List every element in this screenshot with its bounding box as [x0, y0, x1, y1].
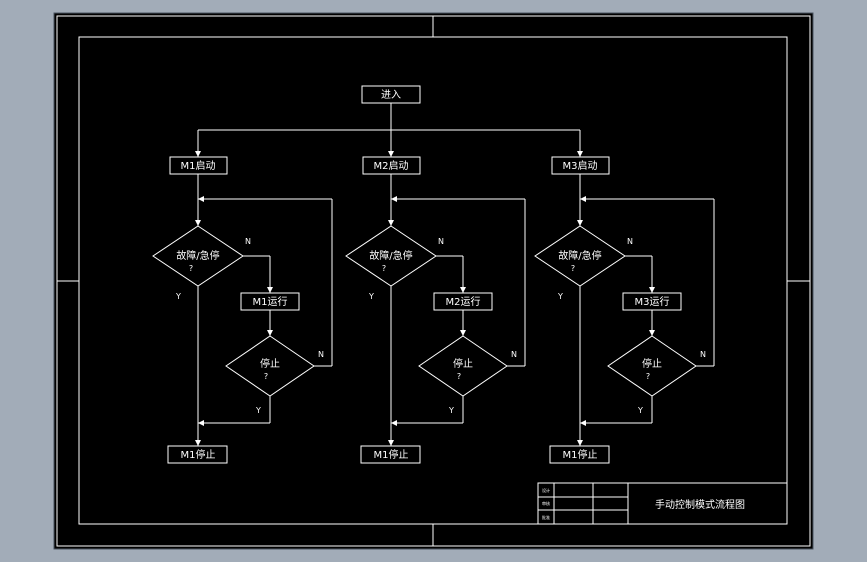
- fault-decision-question: ?: [189, 264, 193, 273]
- fault-decision-question: ?: [382, 264, 386, 273]
- arrow-left-icon: [198, 420, 204, 426]
- fault-decision-label: 故障/急停: [558, 249, 601, 262]
- arrow-down-icon: [649, 330, 655, 336]
- stop-decision-question: ?: [457, 372, 461, 381]
- arrow-down-icon: [388, 151, 394, 157]
- motor-stop-label: M1停止: [181, 448, 216, 461]
- yes-label: Y: [255, 406, 261, 415]
- drawing-title: 手动控制模式流程图: [655, 498, 745, 511]
- yes-label: Y: [637, 406, 643, 415]
- title-block: 设计 审核 批准 手动控制模式流程图: [537, 482, 788, 525]
- yes-label: Y: [175, 292, 181, 301]
- motor-stop-label: M1停止: [374, 448, 409, 461]
- stop-decision-label: 停止: [260, 357, 280, 370]
- title-block-row-label: 设计: [542, 487, 550, 493]
- arrow-down-icon: [649, 287, 655, 293]
- arrow-down-icon: [267, 330, 273, 336]
- stop-decision-label: 停止: [642, 357, 662, 370]
- arrow-down-icon: [577, 220, 583, 226]
- motor-stop-box: [360, 445, 421, 464]
- motor-start-label: M1启动: [181, 159, 216, 172]
- title-block-row-label: 审核: [542, 500, 550, 506]
- motor-stop-box: [167, 445, 228, 464]
- arrow-left-icon: [198, 196, 204, 202]
- arrow-down-icon: [577, 440, 583, 446]
- no-label: N: [245, 237, 251, 246]
- arrow-down-icon: [460, 330, 466, 336]
- stop-decision-question: ?: [646, 372, 650, 381]
- yes-label: Y: [557, 292, 563, 301]
- no-label: N: [438, 237, 444, 246]
- arrow-left-icon: [580, 420, 586, 426]
- arrow-down-icon: [267, 287, 273, 293]
- motor-stop-label: M1停止: [563, 448, 598, 461]
- yes-label: Y: [368, 292, 374, 301]
- arrow-down-icon: [195, 220, 201, 226]
- arrow-down-icon: [195, 151, 201, 157]
- motor-start-label: M3启动: [563, 159, 598, 172]
- fault-decision-label: 故障/急停: [176, 249, 219, 262]
- arrow-down-icon: [388, 220, 394, 226]
- no-label: N: [318, 350, 324, 359]
- arrow-down-icon: [460, 287, 466, 293]
- stop-decision-label: 停止: [453, 357, 473, 370]
- title-block-row-label: 批准: [542, 514, 550, 520]
- motor-run-label: M3运行: [635, 295, 670, 308]
- arrow-down-icon: [195, 440, 201, 446]
- no-label: N: [700, 350, 706, 359]
- arrow-left-icon: [391, 420, 397, 426]
- arrow-down-icon: [388, 440, 394, 446]
- start-label: 进入: [381, 89, 401, 101]
- no-label: N: [627, 237, 633, 246]
- motor-run-label: M1运行: [253, 295, 288, 308]
- arrow-left-icon: [580, 196, 586, 202]
- yes-label: Y: [448, 406, 454, 415]
- motor-stop-box: [549, 445, 610, 464]
- stop-decision-question: ?: [264, 372, 268, 381]
- no-label: N: [511, 350, 517, 359]
- title-block-frame: [537, 482, 788, 525]
- arrow-left-icon: [391, 196, 397, 202]
- fault-decision-question: ?: [571, 264, 575, 273]
- arrow-down-icon: [577, 151, 583, 157]
- motor-run-label: M2运行: [446, 295, 481, 308]
- motor-start-label: M2启动: [374, 159, 409, 172]
- fault-decision-label: 故障/急停: [369, 249, 412, 262]
- drawing-sheet: [53, 12, 814, 550]
